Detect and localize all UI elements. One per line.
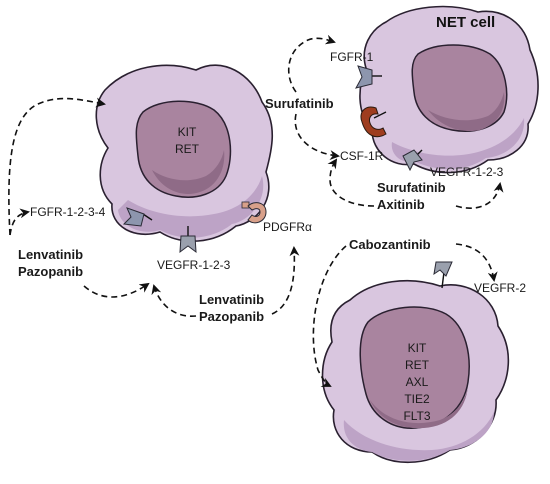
receptor-csf-1r-icon (360, 106, 387, 138)
label-vegfr-123-right: VEGFR-1-2-3 (430, 165, 504, 179)
receptor-vegfr-123-right-icon (402, 149, 423, 172)
nucleus-gene-ret: RET (405, 358, 430, 372)
nucleus-shade (428, 92, 505, 132)
receptor-fgfr-1-icon (355, 65, 382, 89)
arrow-surufatinib-to-fgfr1 (288, 34, 336, 93)
nucleus (359, 306, 470, 429)
label-pdgfra: PDGFRα (263, 220, 312, 234)
drug-pazopanib-left: Pazopanib (18, 264, 83, 279)
cell-bottom-right: KIT RET AXL TIE2 FLT3 (321, 280, 510, 464)
label-vegfr-2: VEGFR-2 (474, 281, 526, 295)
nucleus-shade (152, 150, 225, 194)
nucleus (411, 44, 508, 132)
cell-shadow (343, 412, 494, 461)
label-fgfr-1: FGFR-1 (330, 50, 374, 64)
drug-surufatinib-top: Surufatinib (265, 96, 334, 111)
arrow-cabozantinib-to-bottom-cell (312, 245, 347, 387)
drug-pazopanib-bottom: Pazopanib (199, 309, 264, 324)
cell-top-right (359, 5, 539, 174)
arrow-to-top-left-cell (8, 97, 106, 236)
nucleus-gene-kit: KIT (408, 341, 427, 355)
cell-shadow (391, 118, 525, 170)
arrow-axitinib-to-vegfr-right (455, 182, 504, 209)
net-cell-title: NET cell (436, 14, 495, 31)
drug-lenvatinib-bottom: Lenvatinib (199, 292, 264, 307)
drug-surufatinib-right: Surufatinib (377, 180, 446, 195)
nucleus (135, 100, 232, 198)
drug-axitinib: Axitinib (377, 197, 425, 212)
arrow-to-fgfr-1234 (9, 208, 30, 236)
nucleus-gene-tie2: TIE2 (404, 392, 430, 406)
receptor-fgfr-1234-icon (122, 207, 153, 227)
nucleus-gene-flt3: FLT3 (403, 409, 430, 423)
arrow-axitinib-to-csf1r (327, 158, 375, 207)
cell-shadow (118, 176, 264, 238)
arrow-lenvatinib-to-vegfr (151, 284, 197, 317)
receptor-pdgfra-icon (241, 201, 267, 224)
arrow-cabozantinib-to-vegfr2 (455, 243, 498, 282)
nucleus-gene-axl: AXL (406, 375, 429, 389)
nucleus-gene-kit: KIT (178, 125, 197, 139)
arrow-pazopanib-to-vegfr (83, 282, 150, 298)
cell-top-left: KIT RET (95, 64, 274, 242)
label-fgfr-1234: FGFR-1-2-3-4 (30, 205, 106, 219)
label-vegfr-123-left: VEGFR-1-2-3 (157, 258, 231, 272)
nucleus-gene-ret: RET (175, 142, 200, 156)
arrow-surufatinib-to-csf1r (294, 113, 340, 161)
arrow-lenvatinib-to-pdgfra (271, 246, 300, 315)
drug-lenvatinib-left: Lenvatinib (18, 247, 83, 262)
receptor-vegfr-123-left-icon (179, 226, 197, 254)
drug-cabozantinib: Cabozantinib (349, 237, 431, 252)
receptor-vegfr-2-icon (433, 261, 453, 289)
label-csf-1r: CSF-1R (340, 149, 384, 163)
